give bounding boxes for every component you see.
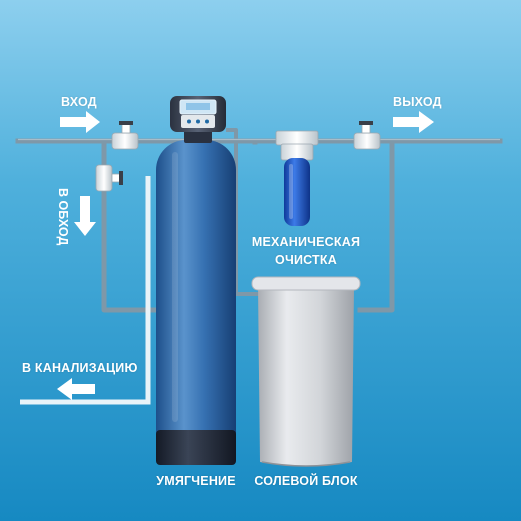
- return-pipe-right: [357, 138, 395, 313]
- outlet-label: ВЫХОД: [393, 95, 442, 109]
- softening-label: УМЯГЧЕНИЕ: [156, 474, 236, 488]
- bypass-label: В ОБХОД: [56, 188, 70, 246]
- drain-pipe: [20, 176, 151, 405]
- pipe-network: [15, 128, 503, 313]
- arrow-right-icon: [60, 111, 100, 133]
- bypass-pipe-left: [101, 138, 161, 313]
- mechanical-filter-label-line2: ОЧИСТКА: [275, 253, 337, 267]
- inlet-valve: [111, 121, 139, 150]
- control-valve-head: [170, 96, 226, 143]
- tank-base: [156, 430, 236, 465]
- arrow-right-icon: [393, 111, 434, 133]
- brine-block-label: СОЛЕВОЙ БЛОК: [254, 474, 358, 488]
- flow-arrows: [57, 111, 434, 400]
- inlet-label: ВХОД: [61, 95, 97, 109]
- mechanical-filter-label-line1: МЕХАНИЧЕСКАЯ: [251, 235, 361, 249]
- mechanical-filter: [275, 130, 319, 226]
- softener-tank: [156, 140, 236, 465]
- arrow-down-icon: [74, 196, 96, 236]
- drain-label: В КАНАЛИЗАЦИЮ: [22, 361, 138, 375]
- bypass-valve: [95, 164, 123, 192]
- outlet-valve: [353, 121, 381, 150]
- arrow-left-icon: [57, 378, 95, 400]
- brine-tank: [251, 276, 361, 467]
